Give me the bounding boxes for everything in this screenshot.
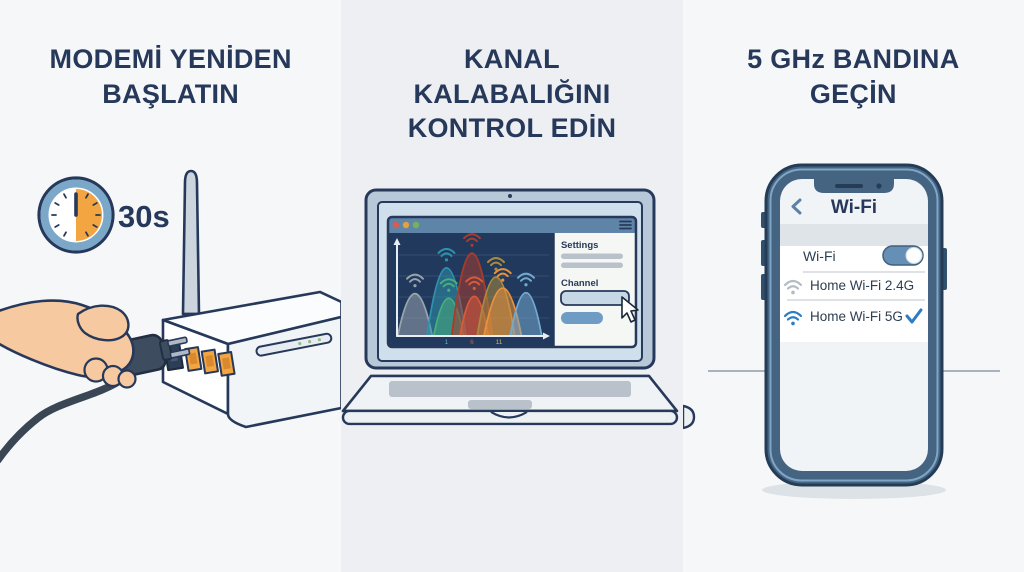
webcam-dot-icon — [508, 193, 513, 198]
modem-led — [317, 338, 322, 342]
window-minimize-icon — [403, 221, 410, 229]
plug-prong — [167, 336, 188, 347]
panel1-title: MODEMİ YENİDEN BAŞLATIN — [49, 44, 292, 109]
apply-button — [561, 311, 604, 324]
hand-finger — [117, 369, 137, 389]
restart-modem-illustration: 30s — [0, 169, 342, 464]
timer-label: 30s — [118, 199, 170, 234]
panel-switch-5ghz: 5 GHz BANDINA GEÇİN Wi-Fi Wi-Fi — [682, 0, 1024, 572]
modem-illustration — [161, 169, 342, 429]
wifi-icon-orange — [494, 268, 513, 282]
panel3-title: 5 GHz BANDINA GEÇİN — [747, 44, 960, 109]
window-close-icon — [393, 221, 400, 229]
settings-placeholder-bar — [561, 262, 624, 268]
network-label-2-4g: Home Wi-Fi 2.4G — [810, 278, 914, 293]
wifi-icon-red — [465, 276, 484, 291]
timer-elapsed-half — [75, 188, 102, 241]
settings-placeholder-bar — [561, 253, 624, 259]
laptop-touchpad — [468, 399, 533, 409]
wifi-icon-5g — [783, 310, 802, 326]
plug-prong — [169, 348, 191, 359]
header-divider-band — [779, 223, 928, 246]
hand-illustration — [0, 299, 137, 389]
phone-header-title: Wi-Fi — [831, 197, 877, 218]
timer-tick-marks — [51, 193, 101, 237]
chart-x-tick-1: 1 — [445, 339, 449, 346]
channel-label: Channel — [561, 278, 598, 289]
laptop-base — [342, 374, 679, 426]
notch-camera-icon — [876, 183, 882, 189]
y-axis-arrow — [393, 237, 401, 245]
wifi-icon-2-4g — [783, 279, 802, 295]
panel-check-channels: KANAL KALABALIĞINI KONTROL EDİN — [341, 0, 683, 572]
timer-icon — [37, 176, 115, 254]
chart-series — [397, 233, 543, 337]
phone-frame-highlight — [769, 168, 939, 482]
chart-x-tick-6: 6 — [471, 339, 475, 346]
modem-vent-slot — [255, 332, 333, 357]
modem-led — [298, 341, 302, 346]
x-axis-arrow — [543, 332, 551, 340]
hand-thumb — [76, 304, 130, 342]
window-maximize-icon — [413, 221, 420, 229]
wifi-icon-olive — [487, 257, 506, 271]
laptop-keyboard — [389, 380, 632, 397]
modem-led — [308, 340, 312, 344]
back-chevron-icon — [791, 198, 802, 215]
wifi-icon-dark-red — [463, 233, 482, 247]
chart-axes — [393, 237, 551, 340]
wifi-icon-teal — [437, 247, 456, 262]
wifi-icon-light-blue — [517, 272, 536, 287]
network-label-5g: Home Wi-Fi 5G — [810, 309, 903, 324]
phone-illustration: Wi-Fi Wi-Fi Home Wi-Fi 2.4G — [682, 163, 1000, 499]
panel2-title: KANAL KALABALIĞINI KONTROL EDİN — [407, 44, 617, 144]
notch-speaker-icon — [834, 183, 863, 188]
power-cable — [0, 378, 122, 464]
chart-curve-light-blue — [509, 291, 543, 337]
phone-screen-content: Wi-Fi Wi-Fi Home Wi-Fi 2.4G — [779, 197, 928, 342]
wifi-icon-gray — [406, 273, 425, 288]
browser-titlebar — [388, 216, 637, 233]
panel-restart-modem: MODEMİ YENİDEN BAŞLATIN — [0, 0, 342, 572]
chart-x-tick-11: 11 — [496, 339, 503, 346]
wifi-toggle-row-label: Wi-Fi — [803, 248, 836, 264]
laptop-base-notch — [490, 411, 528, 419]
wifi-icon-green — [440, 278, 459, 292]
mouse-pointer-icon — [621, 296, 640, 323]
toggle-knob — [905, 246, 923, 264]
hamburger-menu-icon — [619, 220, 633, 230]
check-icon — [905, 308, 923, 324]
laptop-lip-overflow — [682, 404, 695, 430]
channel-input — [560, 290, 631, 306]
browser-settings-panel: Settings Channel — [553, 232, 637, 347]
wifi-toggle-on — [881, 245, 924, 266]
chart-curve-gray — [397, 292, 434, 337]
modem-antenna — [181, 169, 201, 316]
browser-window-border — [387, 215, 638, 349]
settings-label: Settings — [561, 240, 598, 251]
